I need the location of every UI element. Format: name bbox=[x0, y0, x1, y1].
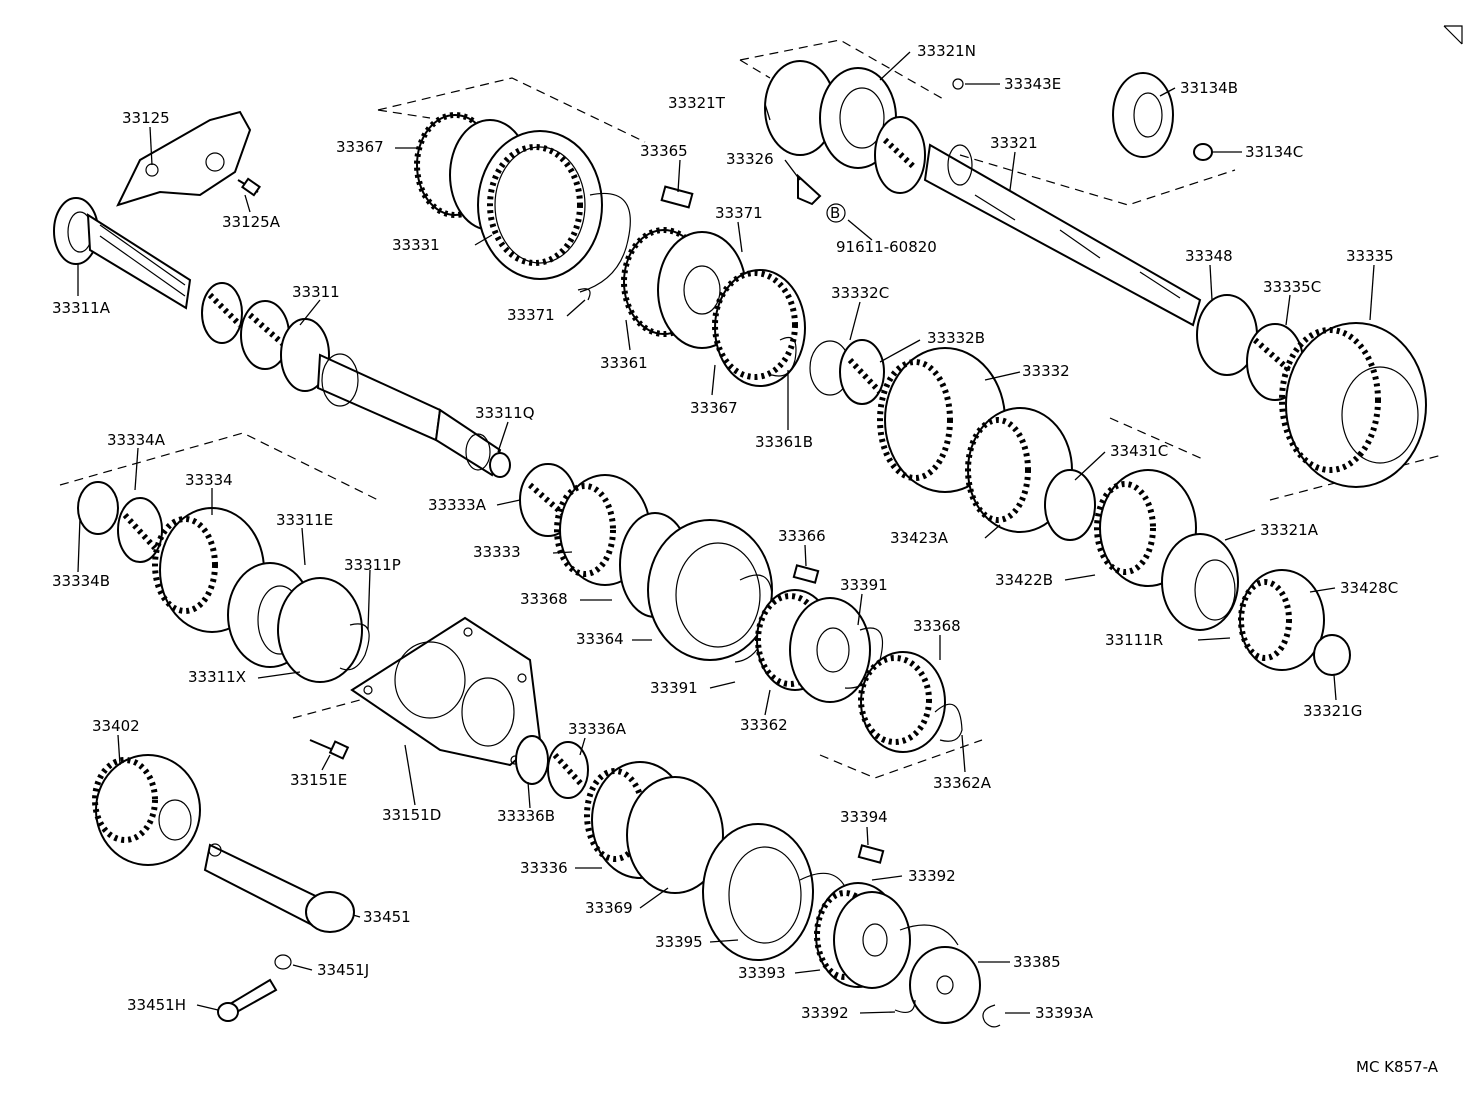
callout-label: 33371 bbox=[715, 204, 763, 222]
callout-label: 33332 bbox=[1022, 362, 1070, 380]
callout-label: 33336B bbox=[497, 807, 555, 825]
callout-label: 33311P bbox=[344, 556, 401, 574]
callout-label: 33368 bbox=[520, 590, 568, 608]
callout-label: 33392 bbox=[908, 867, 956, 885]
callout-label: 33125 bbox=[122, 109, 170, 127]
counter-shaft-33321: B bbox=[764, 60, 1202, 327]
callout-label: 33311A bbox=[52, 299, 111, 317]
gear-33334-group bbox=[77, 481, 370, 683]
callout-label: 33368 bbox=[913, 617, 961, 635]
callout-label: 33321G bbox=[1303, 702, 1362, 720]
synchronizer-group-lower bbox=[584, 761, 885, 961]
callout-label: 33402 bbox=[92, 717, 140, 735]
callout-label: 33311 bbox=[292, 283, 340, 301]
callout-label: 33311Q bbox=[475, 404, 535, 422]
callout-label: 33366 bbox=[778, 527, 826, 545]
bearing-33336 bbox=[515, 735, 589, 799]
bracket-33125 bbox=[116, 110, 261, 207]
leader-lines bbox=[77, 51, 1375, 1014]
retainer-plate-33151D bbox=[309, 616, 542, 767]
callout-label: 33151D bbox=[382, 806, 441, 824]
corner-mark bbox=[1443, 25, 1463, 45]
callout-label: 33321 bbox=[990, 134, 1038, 152]
callout-label: 33151E bbox=[290, 771, 347, 789]
callout-label: 33362 bbox=[740, 716, 788, 734]
callout-label: 33332B bbox=[927, 329, 985, 347]
cap-33134 bbox=[1112, 72, 1213, 161]
callout-label: 33311E bbox=[276, 511, 333, 529]
callout-label: 33391 bbox=[840, 576, 888, 594]
hub-gear-33361 bbox=[621, 227, 851, 396]
callout-label: 33451H bbox=[127, 996, 186, 1014]
callout-label: 33331 bbox=[392, 236, 440, 254]
callout-label: 33311X bbox=[188, 668, 246, 686]
callout-label: 33333 bbox=[473, 543, 521, 561]
callout-label: 91611-60820 bbox=[836, 238, 937, 256]
input-shaft-33311 bbox=[53, 197, 502, 477]
hub-gear-33362 bbox=[755, 589, 963, 753]
callout-label: 33369 bbox=[585, 899, 633, 917]
gear-33393-group bbox=[814, 882, 1001, 1028]
callout-label: 33422B bbox=[995, 571, 1053, 589]
callout-label: 33326 bbox=[726, 150, 774, 168]
callout-label: 33365 bbox=[640, 142, 688, 160]
callout-label: 33334 bbox=[185, 471, 233, 489]
callout-label: 33125A bbox=[222, 213, 281, 231]
callout-label: 33332C bbox=[831, 284, 889, 302]
callout-label: 33362A bbox=[933, 774, 992, 792]
callout-label: 33451 bbox=[363, 908, 411, 926]
callout-label: 33393 bbox=[738, 964, 786, 982]
callout-label: 33431C bbox=[1110, 442, 1168, 460]
callout-label: 33111R bbox=[1105, 631, 1163, 649]
callout-label: 33321T bbox=[668, 94, 726, 112]
gear-33335-group bbox=[1196, 294, 1427, 488]
group-boundaries bbox=[59, 39, 1443, 779]
callout-label: 33371 bbox=[507, 306, 555, 324]
drawing-code: MC K857-A bbox=[1356, 1058, 1439, 1076]
callout-label: 33335 bbox=[1346, 247, 1394, 265]
callout-label: 33361B bbox=[755, 433, 813, 451]
callout-label: 33364 bbox=[576, 630, 624, 648]
callout-label: 33361 bbox=[600, 354, 648, 372]
callout-label: 33451J bbox=[317, 961, 369, 979]
callout-label: 33336A bbox=[568, 720, 627, 738]
callout-label: 33321A bbox=[1260, 521, 1319, 539]
callout-label: 33394 bbox=[840, 808, 888, 826]
callout-label: 33348 bbox=[1185, 247, 1233, 265]
callout-label: 33393A bbox=[1035, 1004, 1094, 1022]
callout-label: 33367 bbox=[690, 399, 738, 417]
callout-label: 33134B bbox=[1180, 79, 1238, 97]
gear-33422b-group bbox=[1094, 469, 1351, 676]
callout-label: 33391 bbox=[650, 679, 698, 697]
callout-label: 33134C bbox=[1245, 143, 1303, 161]
callout-label: 33334B bbox=[52, 572, 110, 590]
synchronizer-group-middle bbox=[489, 452, 820, 663]
gear-33332-group bbox=[839, 339, 1096, 541]
callout-labels: 33125 33125A 33311A 33311 33367 33331 33… bbox=[52, 42, 1439, 1076]
synchronizer-group-upper bbox=[414, 112, 694, 301]
callout-label: 33335C bbox=[1263, 278, 1321, 296]
callout-label: 33385 bbox=[1013, 953, 1061, 971]
callout-label: 33395 bbox=[655, 933, 703, 951]
idler-gear-33402 bbox=[92, 754, 201, 866]
callout-label: 33392 bbox=[801, 1004, 849, 1022]
callout-label: 33367 bbox=[336, 138, 384, 156]
callout-label: 33423A bbox=[890, 529, 949, 547]
callout-label: 33321N bbox=[917, 42, 976, 60]
callout-label: 33428C bbox=[1340, 579, 1398, 597]
bolt-symbol-b: B bbox=[830, 204, 840, 222]
callout-label: 33334A bbox=[107, 431, 166, 449]
idler-shaft-33451 bbox=[203, 843, 355, 933]
callout-label: 33343E bbox=[1004, 75, 1061, 93]
callout-label: 33333A bbox=[428, 496, 487, 514]
callout-label: 33336 bbox=[520, 859, 568, 877]
bolt-33451H bbox=[217, 954, 292, 1022]
